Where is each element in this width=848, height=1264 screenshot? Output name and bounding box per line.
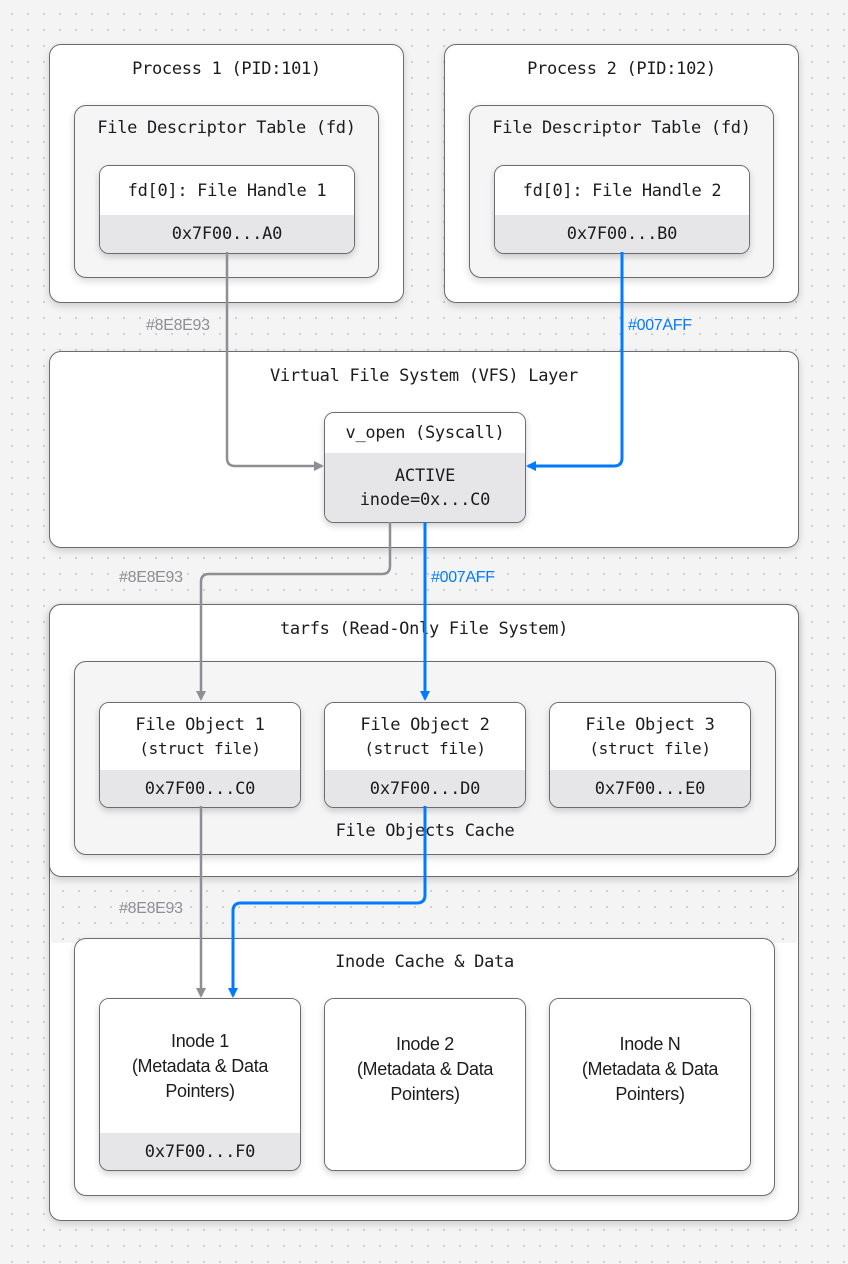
inode-n-name: Inode N [619,1034,681,1054]
fd-table-1: File Descriptor Table (fd) fd[0]: File H… [74,105,379,278]
inode-1-name: Inode 1 [171,1030,229,1051]
process-1-title: Process 1 (PID:101) [132,59,321,79]
v-open-label: v_open (Syscall) [325,413,525,453]
v-open-status: ACTIVE [394,465,456,486]
fd-table-2: File Descriptor Table (fd) fd[0]: File H… [469,105,774,278]
file-object-1-addr: 0x7F00...C0 [100,770,300,807]
file-objects-cache-title: File Objects Cache [335,821,515,841]
file-handle-1-label: fd[0]: File Handle 1 [100,166,354,215]
file-object-3-type: (struct file) [589,738,711,758]
inode-2[interactable]: Inode 2 (Metadata & Data Pointers) [324,998,526,1171]
inode-1[interactable]: Inode 1 (Metadata & Data Pointers) 0x7F0… [99,998,301,1171]
file-object-2-name: File Object 2 [360,714,490,735]
tarfs-title: tarfs (Read-Only File System) [279,619,569,639]
inode-2-name: Inode 2 [396,1034,454,1054]
wire-label-vfs-fo1: #8E8E93 [119,569,183,586]
file-handle-2-label: fd[0]: File Handle 2 [495,166,749,215]
inode-1-head: Inode 1 (Metadata & Data Pointers) [100,999,300,1133]
file-object-1-head: File Object 1 (struct file) [100,703,300,770]
vfs-layer: Virtual File System (VFS) Layer v_open (… [49,351,799,548]
v-open-syscall[interactable]: v_open (Syscall) ACTIVE inode=0x...C0 [324,412,526,523]
inode-cache-title: Inode Cache & Data [335,952,514,972]
file-object-2-head: File Object 2 (struct file) [325,703,525,770]
file-handle-1-addr: 0x7F00...A0 [100,215,354,253]
fd-table-1-title: File Descriptor Table (fd) [97,118,356,138]
wire-label-fo-inode: #8E8E93 [119,900,183,917]
inode-1-addr: 0x7F00...F0 [100,1133,300,1170]
v-open-inode-ref: inode=0x...C0 [359,489,491,510]
file-object-1-type: (struct file) [139,738,261,758]
file-object-3[interactable]: File Object 3 (struct file) 0x7F00...E0 [549,702,751,808]
process-2-container: Process 2 (PID:102) File Descriptor Tabl… [444,44,799,303]
process-2-title: Process 2 (PID:102) [527,59,716,79]
inode-n[interactable]: Inode N (Metadata & Data Pointers) [549,998,751,1171]
inode-n-desc-2: Pointers) [615,1084,685,1104]
wire-label-vfs-fo2: #007AFF [431,569,495,586]
fd-table-2-title: File Descriptor Table (fd) [492,118,751,138]
wire-label-p2-vfs: #007AFF [628,317,692,334]
tarfs-layer: tarfs (Read-Only File System) File Objec… [49,604,799,877]
inode-2-desc-1: (Metadata & Data [356,1059,494,1079]
file-handle-2-addr: 0x7F00...B0 [495,215,749,253]
file-object-3-head: File Object 3 (struct file) [550,703,750,770]
file-object-3-addr: 0x7F00...E0 [550,770,750,807]
file-handle-1[interactable]: fd[0]: File Handle 1 0x7F00...A0 [99,165,355,254]
v-open-state: ACTIVE inode=0x...C0 [325,453,525,522]
file-object-1-name: File Object 1 [135,714,265,735]
inode-1-desc-1: (Metadata & Data [131,1055,269,1076]
file-object-2[interactable]: File Object 2 (struct file) 0x7F00...D0 [324,702,526,808]
file-object-2-type: (struct file) [364,738,486,758]
inode-n-head: Inode N (Metadata & Data Pointers) [550,999,750,1170]
file-object-2-addr: 0x7F00...D0 [325,770,525,807]
inode-1-desc-2: Pointers) [165,1080,235,1101]
vfs-layer-title: Virtual File System (VFS) Layer [270,366,578,386]
file-object-1[interactable]: File Object 1 (struct file) 0x7F00...C0 [99,702,301,808]
process-1-container: Process 1 (PID:101) File Descriptor Tabl… [49,44,404,303]
inode-2-head: Inode 2 (Metadata & Data Pointers) [325,999,525,1170]
file-objects-cache: File Object 1 (struct file) 0x7F00...C0 … [74,661,776,855]
wire-label-p1-vfs: #8E8E93 [146,317,210,334]
inode-cache: Inode Cache & Data Inode 1 (Metadata & D… [74,938,775,1196]
inode-n-desc-1: (Metadata & Data [581,1059,719,1079]
inode-2-desc-2: Pointers) [390,1084,460,1104]
file-handle-2[interactable]: fd[0]: File Handle 2 0x7F00...B0 [494,165,750,254]
file-object-3-name: File Object 3 [585,714,715,735]
